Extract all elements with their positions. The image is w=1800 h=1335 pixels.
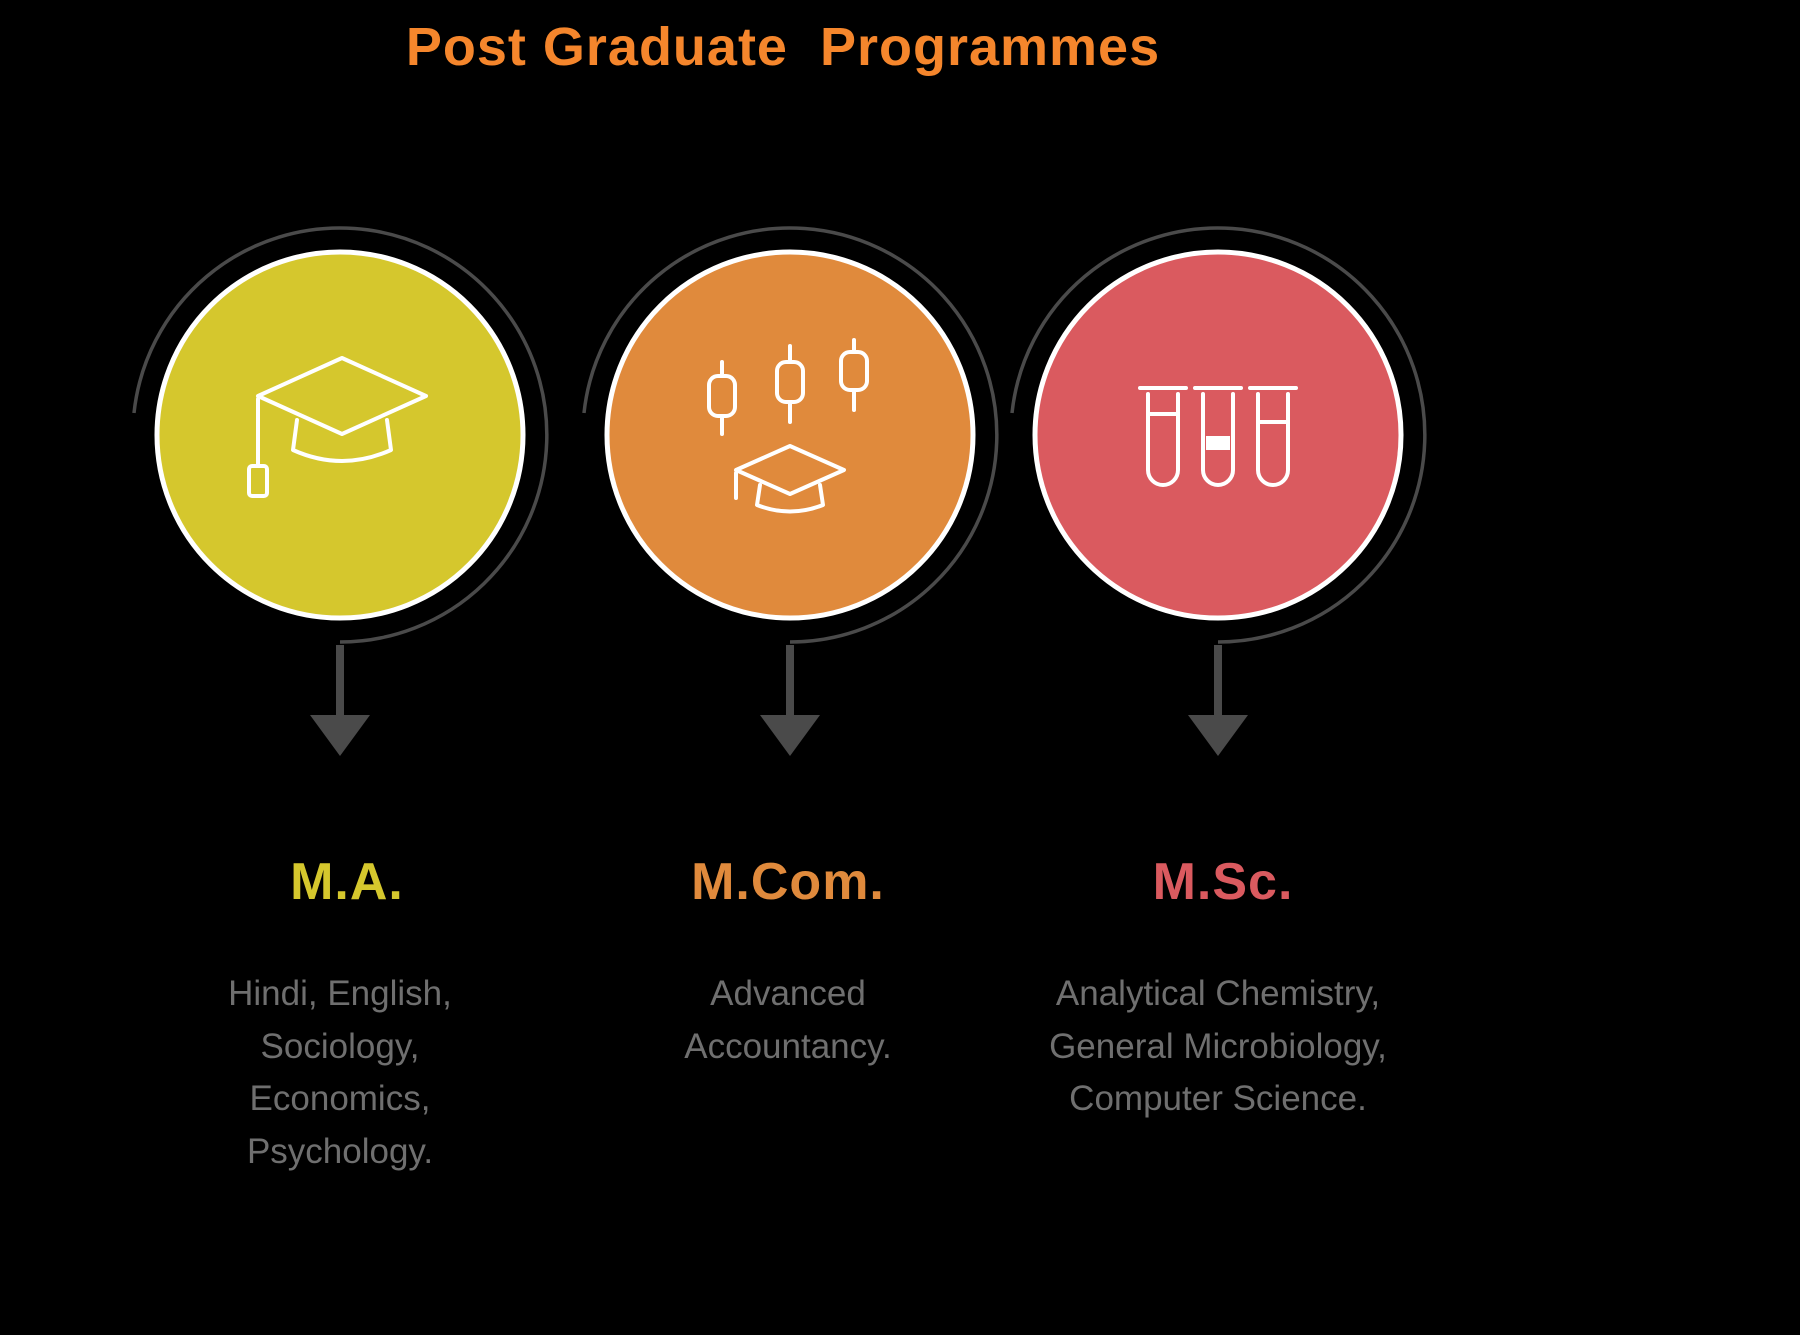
graduation-cap-icon <box>247 356 428 498</box>
circle-arc <box>1010 226 1427 644</box>
programme-circle <box>604 249 976 621</box>
programme-graphic-msc <box>1010 226 1427 756</box>
finance-chart-graduation-icon <box>707 338 869 514</box>
programme-name-msc: M.Sc. <box>1152 853 1294 911</box>
circle-arc <box>132 226 549 644</box>
programme-courses-ma: Hindi, English, Sociology, Economics, Ps… <box>228 974 452 1171</box>
test-tubes-icon <box>1138 386 1298 487</box>
programme-graphic-mcom <box>582 226 999 756</box>
programme-courses-msc: Analytical Chemistry, General Microbiolo… <box>1049 974 1387 1118</box>
down-arrow-icon <box>760 645 820 756</box>
programme-name-mcom: M.Com. <box>691 853 885 911</box>
programme-name-ma: M.A. <box>290 853 404 911</box>
circle-arc <box>582 226 999 644</box>
down-arrow-icon <box>1188 645 1248 756</box>
programme-graphic-ma <box>132 226 549 756</box>
down-arrow-icon <box>310 645 370 756</box>
page-title: Post Graduate Programmes <box>405 17 1161 77</box>
programme-circle <box>1032 249 1404 621</box>
programme-courses-mcom: Advanced Accountancy. <box>684 974 892 1066</box>
